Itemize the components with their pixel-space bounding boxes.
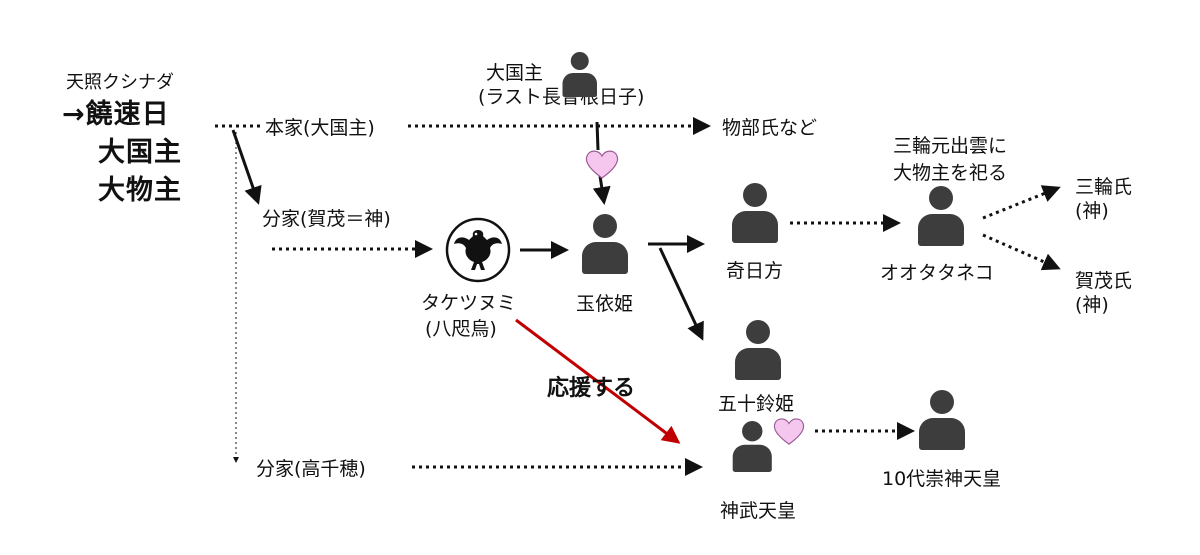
kuhikata-person-icon (730, 183, 780, 243)
otataneko-to-miwa-line (982, 185, 1061, 220)
support-label: 応援する (547, 376, 636, 401)
heart-to-tamayori-arrow (592, 175, 611, 205)
sujin-label: 10代崇神天皇 (882, 468, 1002, 490)
kamo-clan-label: 賀茂氏 (1075, 270, 1133, 292)
isuzuhime-person-icon (733, 320, 783, 380)
isuzuhime-label: 五十鈴姫 (718, 393, 795, 415)
miwa-note-line-2: 大物主を祀る (893, 162, 1008, 184)
yatagarasu-name: タケツヌミ (421, 292, 517, 314)
jimmu-heart-icon (773, 418, 805, 445)
origin-line-3: 大国主 (98, 137, 182, 168)
okuninushi-name: 大国主 (486, 62, 544, 84)
origin-line-4: 大物主 (98, 175, 182, 206)
mononobe-label: 物部氏など (722, 117, 818, 139)
sujin-person-icon (917, 390, 967, 450)
miwa-note-line-1: 三輪元出雲に (893, 135, 1008, 157)
tamayori-to-isuzu-arrow (658, 247, 704, 341)
okuninushi-down-line (595, 121, 600, 151)
yatagarasu-alias: (八咫烏) (425, 318, 497, 340)
otataneko-person-icon (916, 186, 966, 246)
heart-icon (585, 150, 619, 179)
origin-line-2: →饒速日 (62, 99, 170, 130)
otataneko-label: オオタタネコ (880, 262, 994, 284)
tamayorihime-person-icon (580, 214, 630, 274)
jimmu-label: 神武天皇 (720, 500, 797, 522)
crow-crest-icon (445, 217, 511, 283)
kamo-clan-sub: (神) (1075, 294, 1109, 316)
okuninushi-person-icon (561, 52, 599, 97)
kamo-house-label: 分家(賀茂＝神) (262, 208, 391, 230)
tamayorihime-label: 玉依姫 (576, 293, 634, 315)
miwa-clan-sub: (神) (1075, 200, 1109, 222)
main-house-label: 本家(大国主) (265, 117, 375, 139)
kuhikata-label: 奇日方 (726, 260, 784, 282)
takachiho-house-label: 分家(高千穂) (256, 458, 366, 480)
okuninushi-alias: (ラスト長曽根日子) (478, 86, 645, 108)
kamo-branch-arrow (231, 129, 262, 205)
support-arrow (515, 318, 681, 444)
miwa-clan-label: 三輪氏 (1075, 176, 1133, 198)
otataneko-to-kamo-line (982, 233, 1061, 271)
origin-line-1: 天照クシナダ (66, 72, 174, 93)
jimmu-person-icon (731, 421, 774, 472)
